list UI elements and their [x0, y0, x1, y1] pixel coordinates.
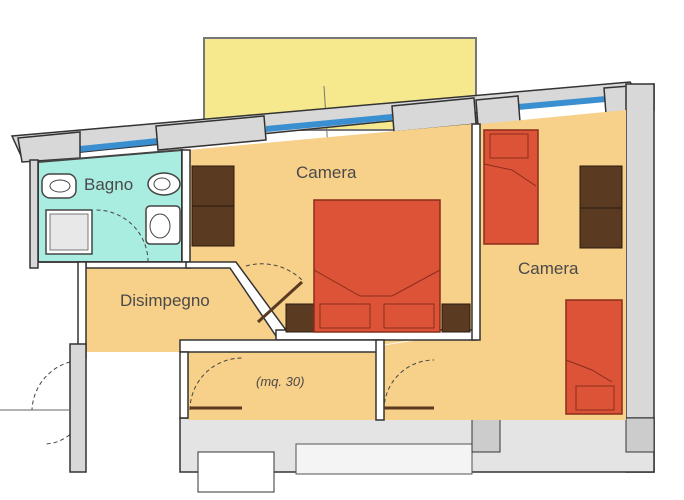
pillow-1 — [319, 303, 371, 329]
single-bed-bottom-sheet — [565, 359, 613, 383]
bottom-right-hatch — [625, 417, 655, 453]
nightstand-left-2 — [441, 303, 471, 333]
double-bed-sheet — [313, 269, 441, 297]
window-center — [266, 114, 392, 132]
toilet-bowl — [49, 179, 71, 193]
window-frame-left — [17, 131, 81, 163]
shower-inner — [49, 213, 89, 251]
sink-basin — [149, 213, 171, 239]
bottom-strip — [295, 443, 473, 475]
window-right — [518, 96, 606, 110]
single-bed-bottom-pillow — [575, 385, 615, 411]
nightstand-left-1 — [285, 303, 315, 333]
room-label-bagno: Bagno — [84, 175, 133, 194]
bottom-opening — [197, 451, 275, 493]
room-label-disimpegno: Disimpegno — [120, 291, 210, 310]
area-note: (mq. 30) — [256, 374, 304, 389]
room-label-camera-left: Camera — [296, 163, 357, 182]
door-leaves — [190, 280, 434, 410]
wardrobe-right — [579, 165, 623, 249]
bottom-hatch-block — [471, 417, 501, 453]
bidet-bowl — [153, 177, 171, 191]
lower-left-wall — [69, 343, 87, 473]
bathroom-left-wall — [29, 159, 39, 269]
room-label-camera-right: Camera — [518, 259, 579, 278]
single-bed-top-pillow — [489, 133, 529, 159]
right-wall — [625, 83, 655, 473]
interior-walls — [77, 123, 481, 421]
single-bed-top-sheet — [483, 163, 537, 187]
window-frame-mid1 — [155, 115, 267, 151]
window-left — [80, 138, 158, 152]
pillow-2 — [383, 303, 435, 329]
floor-right-bedroom — [380, 110, 626, 420]
